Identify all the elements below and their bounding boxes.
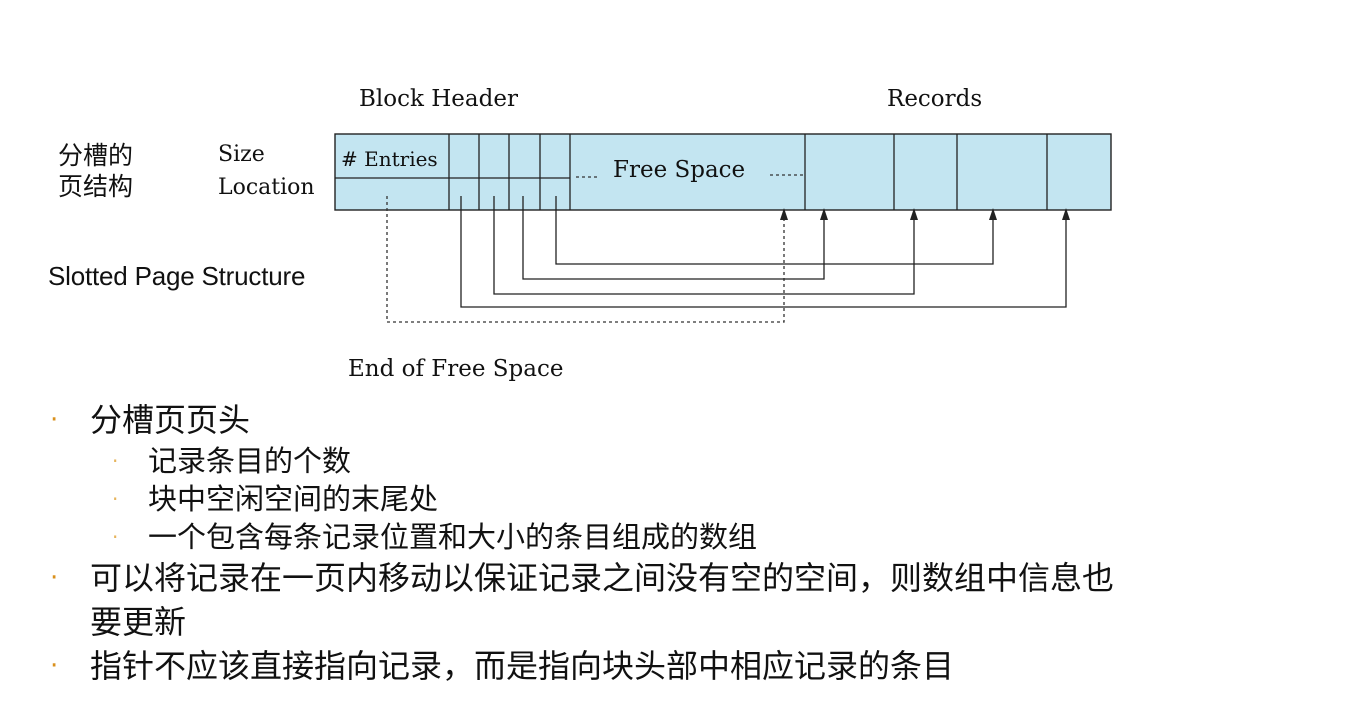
bullet-item: · 可以将记录在一页内移动以保证记录之间没有空的空间，则数组中信息也 要更新 — [48, 556, 1338, 644]
sub-bullet-text: 一个包含每条记录位置和大小的条目组成的数组 — [148, 520, 758, 554]
bullet-text-line2: 要更新 — [90, 603, 187, 641]
sub-bullet-dot-icon: · — [112, 449, 119, 473]
english-title: Slotted Page Structure — [48, 261, 306, 291]
arrowhead — [820, 208, 828, 220]
bullet-text: 分槽页页头 — [90, 401, 251, 439]
page-block — [334, 133, 1112, 211]
slot-pointer-1 — [460, 196, 1067, 308]
arrowhead — [780, 208, 788, 220]
sub-bullet-text: 块中空闲空间的末尾处 — [148, 482, 439, 516]
slot-pointer-2 — [493, 196, 915, 295]
bullet-item: · 分槽页页头 — [48, 398, 1338, 442]
entries-label: # Entries — [341, 147, 438, 171]
records-label: Records — [887, 86, 982, 112]
location-label: Location — [218, 175, 315, 200]
chinese-title: 分槽的 页结构 — [58, 140, 133, 202]
sub-bullet-item: · 记录条目的个数 — [48, 442, 1338, 480]
sub-bullet-dot-icon: · — [112, 487, 119, 511]
arrowhead — [1062, 208, 1070, 220]
end-of-free-space-pointer — [386, 196, 785, 323]
bullet-list: · 分槽页页头 · 记录条目的个数 · 块中空闲空间的末尾处 · 一个包含每条记… — [48, 398, 1338, 688]
slotted-page-diagram: Block Header Records # Entries Free Spac… — [334, 86, 1112, 382]
end-of-free-space-label: End of Free Space — [348, 356, 563, 382]
sub-bullet-dot-icon: · — [112, 525, 119, 549]
arrowhead — [989, 208, 997, 220]
size-label: Size — [218, 142, 265, 167]
bullet-item: · 指针不应该直接指向记录，而是指向块头部中相应记录的条目 — [48, 644, 1338, 688]
bullet-dot-icon: · — [50, 563, 59, 593]
chinese-title-line2: 页结构 — [58, 172, 134, 201]
bullet-text: 指针不应该直接指向记录，而是指向块头部中相应记录的条目 — [90, 647, 955, 685]
slot-pointer-3 — [522, 196, 825, 280]
slot-pointer-4 — [555, 196, 994, 265]
free-space-label: Free Space — [613, 157, 745, 183]
bullet-text-line1: 可以将记录在一页内移动以保证记录之间没有空的空间，则数组中信息也 — [90, 559, 1115, 597]
bullet-dot-icon: · — [50, 405, 59, 435]
sub-bullet-item: · 块中空闲空间的末尾处 — [48, 480, 1338, 518]
arrowhead — [910, 208, 918, 220]
bullet-dot-icon: · — [50, 651, 59, 681]
sub-bullet-text: 记录条目的个数 — [148, 444, 352, 478]
block-header-label: Block Header — [359, 86, 518, 112]
sub-bullet-item: · 一个包含每条记录位置和大小的条目组成的数组 — [48, 518, 1338, 556]
chinese-title-line1: 分槽的 — [58, 141, 134, 170]
